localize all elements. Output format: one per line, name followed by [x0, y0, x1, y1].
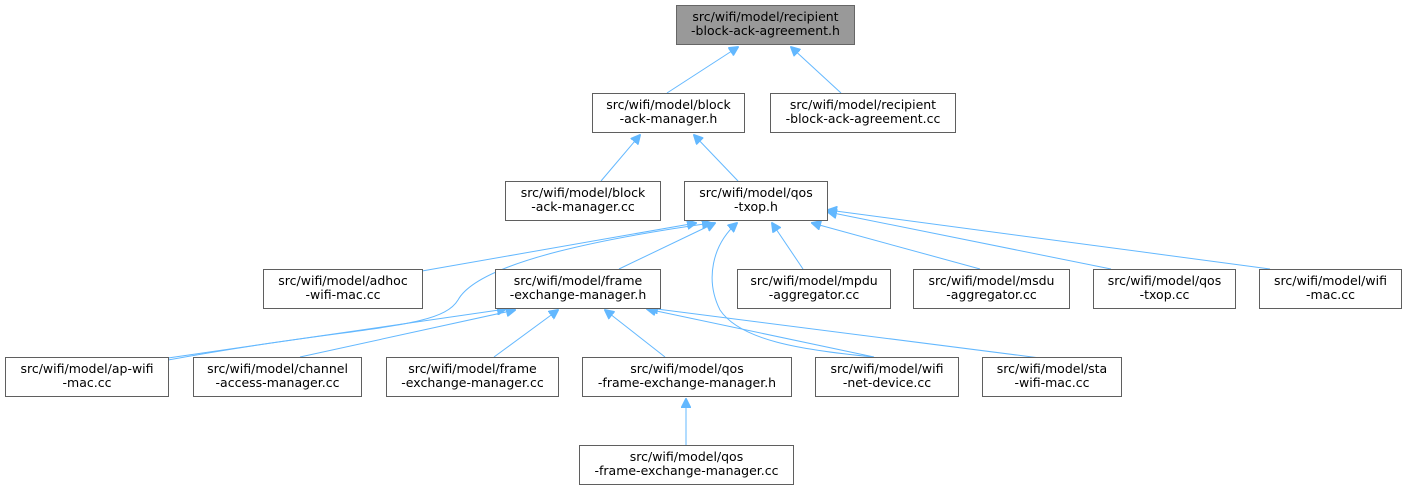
file-node-label-line: src/wifi/model/qos — [630, 361, 743, 376]
file-node-label-line: -wifi-mac.cc — [1014, 375, 1089, 390]
dependency-edge-msdu_cc-to-qos_txop_h — [812, 223, 981, 270]
file-node-label-line: -ack-manager.h — [620, 111, 718, 126]
dependency-edge-cam_cc-to-fem_h — [299, 310, 515, 358]
file-node-label-line: src/wifi/model/adhoc — [278, 273, 408, 288]
file-node-box — [913, 269, 1070, 309]
file-node-sta-cc[interactable]: src/wifi/model/sta-wifi-mac.cc — [982, 357, 1122, 397]
file-node-label-line: src/wifi/model/frame — [514, 273, 643, 288]
file-node-label-line: -mac.cc — [1306, 287, 1355, 302]
file-node-box — [5, 357, 169, 397]
file-node-mpdu-cc[interactable]: src/wifi/model/mpdu-aggregator.cc — [737, 269, 891, 309]
dependency-edge-fem_h-to-qos_txop_h — [618, 223, 715, 270]
file-node-box — [737, 269, 891, 309]
file-nodes: src/wifi/model/recipient-block-ack-agree… — [5, 5, 1402, 485]
file-node-block-ack-manager-h[interactable]: src/wifi/model/block-ack-manager.h — [592, 93, 745, 133]
file-node-label-line: src/wifi/model/mpdu — [750, 273, 877, 288]
file-node-fem-h[interactable]: src/wifi/model/frame-exchange-manager.h — [495, 269, 661, 309]
file-node-box — [505, 181, 661, 221]
dependency-edge-adhoc_cc-to-qos_txop_h — [421, 223, 696, 272]
file-node-label-line: -net-device.cc — [843, 375, 931, 390]
file-node-box — [770, 93, 956, 133]
dependency-edge-mpdu_cc-to-qos_txop_h — [772, 223, 804, 270]
dependency-edge-qos_txop_h-to-block_ack_manager_h — [694, 135, 739, 182]
file-node-label-line: src/wifi/model/recipient — [692, 9, 838, 24]
file-node-label-line: src/wifi/model/block — [521, 185, 646, 200]
file-node-recipient-h: src/wifi/model/recipient-block-ack-agree… — [676, 5, 855, 45]
file-node-label-line: -frame-exchange-manager.h — [598, 375, 776, 390]
file-node-label-line: -exchange-manager.cc — [401, 375, 544, 390]
file-node-label-line: -exchange-manager.h — [510, 287, 647, 302]
file-node-label-line: src/wifi/model/wifi — [831, 361, 944, 376]
file-node-label-line: src/wifi/model/wifi — [1274, 273, 1387, 288]
file-node-label-line: -access-manager.cc — [216, 375, 340, 390]
file-node-fem-cc[interactable]: src/wifi/model/frame-exchange-manager.cc — [386, 357, 559, 397]
dependency-edge-block_ack_manager_h-to-recipient_h — [666, 47, 738, 94]
dependency-edge-wifi_mac_cc-to-qos_txop_h — [828, 210, 1271, 270]
dependency-edge-recipient_cc-to-recipient_h — [791, 47, 842, 94]
file-node-label-line: -mac.cc — [63, 375, 112, 390]
file-node-label-line: -txop.cc — [1140, 287, 1190, 302]
file-node-label-line: -txop.h — [734, 199, 778, 214]
dependency-edges — [167, 47, 1271, 445]
file-node-block-ack-manager-cc[interactable]: src/wifi/model/block-ack-manager.cc — [505, 181, 661, 221]
dependency-edge-fem_cc-to-fem_h — [493, 310, 558, 358]
file-node-label-line: -block-ack-agreement.cc — [786, 111, 941, 126]
file-node-box — [193, 357, 362, 397]
dependency-edge-netdev_cc-to-qos_txop_h — [711, 223, 875, 358]
dependency-edge-ap_cc-to-fem_h — [167, 309, 506, 359]
file-node-label-line: src/wifi/model/sta — [997, 361, 1107, 376]
file-node-qfem-cc[interactable]: src/wifi/model/qos-frame-exchange-manage… — [579, 445, 794, 485]
file-node-msdu-cc[interactable]: src/wifi/model/msdu-aggregator.cc — [913, 269, 1070, 309]
file-node-label-line: -aggregator.cc — [769, 287, 860, 302]
file-node-label-line: src/wifi/model/ap-wifi — [20, 361, 153, 376]
file-node-recipient-cc[interactable]: src/wifi/model/recipient-block-ack-agree… — [770, 93, 956, 133]
dependency-edge-qos_txop_cc-to-qos_txop_h — [828, 212, 1112, 270]
dependency-edge-qfem_h-to-fem_h — [605, 310, 666, 358]
file-node-qos-txop-cc[interactable]: src/wifi/model/qos-txop.cc — [1093, 269, 1236, 309]
file-node-label-line: -frame-exchange-manager.cc — [594, 463, 778, 478]
file-node-label-line: src/wifi/model/qos — [699, 185, 812, 200]
file-node-box — [684, 181, 828, 221]
dependency-edge-sta_cc-to-fem_h — [649, 308, 1041, 359]
file-node-box — [579, 445, 794, 485]
file-node-box — [1259, 269, 1402, 309]
file-node-ap-cc[interactable]: src/wifi/model/ap-wifi-mac.cc — [5, 357, 169, 397]
file-node-box — [1093, 269, 1236, 309]
file-node-box — [263, 269, 423, 309]
file-node-box — [386, 357, 559, 397]
file-node-qfem-h[interactable]: src/wifi/model/qos-frame-exchange-manage… — [582, 357, 792, 397]
file-node-wifi-mac-cc[interactable]: src/wifi/model/wifi-mac.cc — [1259, 269, 1402, 309]
file-node-label-line: -wifi-mac.cc — [305, 287, 380, 302]
file-node-qos-txop-h[interactable]: src/wifi/model/qos-txop.h — [684, 181, 828, 221]
file-node-box — [495, 269, 661, 309]
file-node-label-line: src/wifi/model/frame — [408, 361, 537, 376]
file-node-box — [676, 5, 855, 45]
dependency-edge-block_ack_manager_cc-to-block_ack_manager_h — [600, 135, 640, 182]
file-node-label-line: src/wifi/model/block — [606, 97, 731, 112]
file-node-label-line: src/wifi/model/msdu — [929, 273, 1055, 288]
file-node-box — [582, 357, 792, 397]
dependency-edge-netdev_cc-to-fem_h — [647, 309, 875, 358]
file-node-box — [982, 357, 1122, 397]
file-node-label-line: -block-ack-agreement.h — [691, 23, 840, 38]
file-node-box — [815, 357, 959, 397]
file-node-label-line: -ack-manager.cc — [531, 199, 635, 214]
file-node-netdev-cc[interactable]: src/wifi/model/wifi-net-device.cc — [815, 357, 959, 397]
file-node-label-line: src/wifi/model/qos — [1108, 273, 1221, 288]
file-node-label-line: src/wifi/model/channel — [207, 361, 348, 376]
file-node-label-line: -aggregator.cc — [946, 287, 1037, 302]
file-node-label-line: src/wifi/model/recipient — [790, 97, 936, 112]
file-node-label-line: src/wifi/model/qos — [630, 449, 743, 464]
file-node-adhoc-cc[interactable]: src/wifi/model/adhoc-wifi-mac.cc — [263, 269, 423, 309]
file-node-box — [592, 93, 745, 133]
file-node-cam-cc[interactable]: src/wifi/model/channel-access-manager.cc — [193, 357, 362, 397]
